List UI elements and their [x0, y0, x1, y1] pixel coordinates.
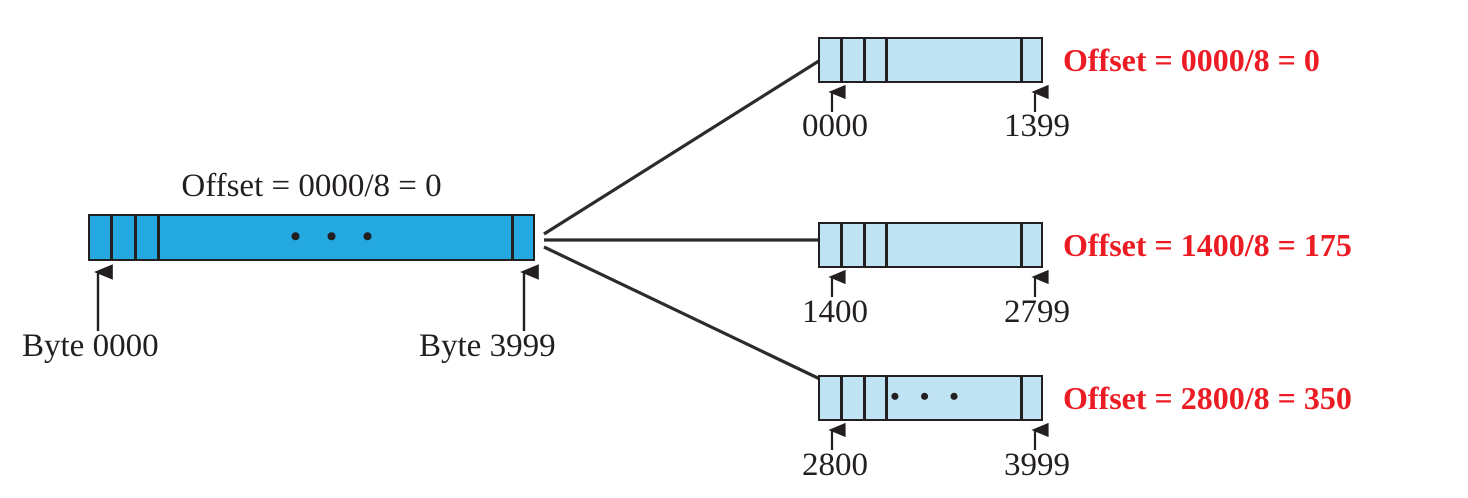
fragment-3-end-label: 3999 — [1004, 447, 1070, 483]
original-datagram-bar: • • • — [88, 214, 535, 261]
fragment-bar-2 — [818, 222, 1043, 268]
cell-divider — [840, 39, 843, 81]
cell-divider — [863, 224, 866, 266]
byte-end-label: Byte 3999 — [419, 328, 556, 364]
cell-divider — [885, 377, 888, 419]
fragment-3-start-label: 2800 — [802, 447, 868, 483]
cell-divider — [1020, 224, 1023, 266]
cell-divider — [863, 377, 866, 419]
byte-start-label: Byte 0000 — [22, 328, 159, 364]
cell-divider — [840, 377, 843, 419]
fragment-3-offset-label: Offset = 2800/8 = 350 — [1063, 379, 1352, 416]
ellipsis-dots: • • • — [890, 381, 966, 411]
fragment-2-start-label: 1400 — [802, 294, 868, 330]
fan-line-top — [543, 57, 823, 236]
original-offset-label: Offset = 0000/8 = 0 — [181, 168, 442, 204]
fragment-2-end-label: 2799 — [1004, 294, 1070, 330]
fragment-bar-3: • • • — [818, 375, 1043, 421]
fragment-2-offset-label: Offset = 1400/8 = 175 — [1063, 226, 1352, 263]
cell-divider — [157, 216, 160, 259]
cell-divider — [840, 224, 843, 266]
ellipsis-dots: • • • — [290, 219, 382, 253]
fragment-1-start-label: 0000 — [802, 108, 868, 144]
fragment-1-offset-label: Offset = 0000/8 = 0 — [1063, 41, 1320, 78]
cell-divider — [511, 216, 514, 259]
cell-divider — [885, 39, 888, 81]
cell-divider — [885, 224, 888, 266]
cell-divider — [1020, 39, 1023, 81]
fan-line-bottom — [543, 245, 823, 382]
cell-divider — [110, 216, 113, 259]
cell-divider — [1020, 377, 1023, 419]
cell-divider — [134, 216, 137, 259]
fragment-bar-1 — [818, 37, 1043, 83]
fragment-1-end-label: 1399 — [1004, 108, 1070, 144]
cell-divider — [863, 39, 866, 81]
